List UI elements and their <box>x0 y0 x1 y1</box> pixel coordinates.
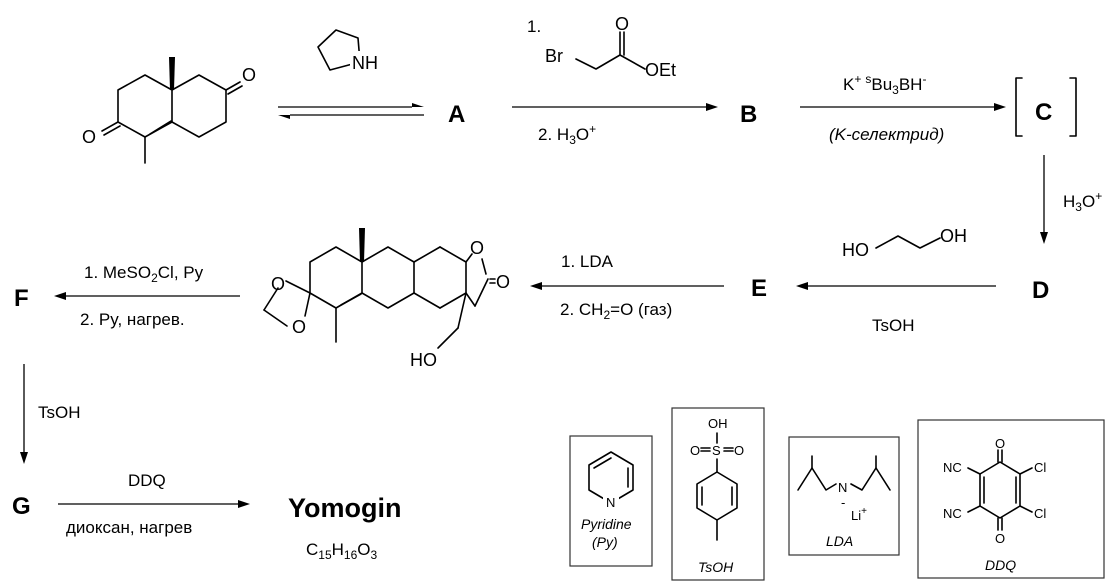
step-g-line1: 1. MeSO2Cl, Py <box>84 263 204 285</box>
tsoh-s: S <box>712 443 721 458</box>
compound-c-label: C <box>1035 99 1052 126</box>
step-c-reagents: K+sBu3BH- (K-селектрид) <box>800 72 1006 144</box>
bromoacetate-carbonyl-o: O <box>615 14 629 34</box>
step-g-reagents: 1. MeSO2Cl, Py 2. Py, нагрев. <box>54 263 240 329</box>
product-formula: C15H16O3 <box>306 540 378 562</box>
ketone-oxygen-left: O <box>82 127 96 147</box>
step-b-line1-number: 1. <box>527 17 541 36</box>
k-selectride-formula: K+sBu3BH- <box>843 72 926 97</box>
legend-lda: N - Li+ LDA <box>788 436 900 556</box>
tsoh-o-left: O <box>690 443 700 458</box>
tsoh-o-right: O <box>734 443 744 458</box>
compound-f-label: F <box>14 285 29 312</box>
step-i-conditions: диоксан, нагрев <box>66 518 192 537</box>
ddq-cl-upper: Cl <box>1034 460 1046 475</box>
ddq-nc-lower: NC <box>943 506 962 521</box>
lactone-carbonyl-o: O <box>496 272 510 292</box>
bromoacetate-oet: OEt <box>645 60 676 80</box>
lda-n: N <box>838 480 847 495</box>
lactone-ring-o: O <box>470 238 484 258</box>
compound-c-brackets <box>1015 77 1077 137</box>
legend-tsoh: OH O S O TsOH <box>671 407 765 581</box>
step-d-acid: H3O+ <box>1063 189 1102 214</box>
compound-a-label: A <box>448 101 465 128</box>
hydroxymethyl-lactone-structure: O O O O HO <box>263 228 510 370</box>
compound-d-label: D <box>1032 277 1049 304</box>
step-h-tsoh: TsOH <box>38 403 81 422</box>
step-f-line1: 1. LDA <box>561 252 614 271</box>
legend-ddq: O O NC NC Cl Cl DDQ <box>917 419 1105 579</box>
compound-g-label: G <box>12 493 31 520</box>
ddq-o-bottom: O <box>995 531 1005 546</box>
step-b-line2: 2. H3O+ <box>538 122 596 147</box>
dioxolane-o-lower: O <box>292 317 306 337</box>
legend-pyridine: N Pyridine (Py) <box>569 435 653 567</box>
ddq-caption: DDQ <box>985 557 1016 573</box>
product-name: Yomogin <box>288 493 401 523</box>
dioxolane-o-upper: O <box>271 274 285 294</box>
pyrrolidine-nh: NH <box>352 53 378 73</box>
step-e-tsoh: TsOH <box>872 316 915 335</box>
step-e-reagents: HO OH TsOH <box>796 226 996 335</box>
starting-material-structure: O O <box>82 57 256 164</box>
ddq-o-top: O <box>995 436 1005 451</box>
pyridine-abbrev: (Py) <box>592 534 618 550</box>
pyridine-caption: Pyridine <box>581 516 632 532</box>
lda-li: Li+ <box>851 506 867 523</box>
step-f-reagents: 1. LDA 2. CH2=O (газ) <box>530 252 724 322</box>
ketone-oxygen-right: O <box>242 65 256 85</box>
ddq-nc-upper: NC <box>943 460 962 475</box>
ethylene-glycol-oh: OH <box>940 226 967 246</box>
equilibrium-arrows <box>278 103 424 119</box>
step-b-reagents: 1. Br O OEt 2. H3O+ <box>512 14 718 147</box>
step-i-ddq: DDQ <box>128 471 166 490</box>
tsoh-caption: TsOH <box>698 559 734 575</box>
hydroxymethyl-ho: HO <box>410 350 437 370</box>
compound-e-label: E <box>751 275 767 302</box>
step-i-reagents: DDQ диоксан, нагрев <box>58 471 250 537</box>
step-g-line2: 2. Py, нагрев. <box>80 310 185 329</box>
step-h-arrow: TsOH <box>20 364 81 464</box>
ethylene-glycol-ho: HO <box>842 240 869 260</box>
tsoh-oh: OH <box>708 416 728 431</box>
step-f-line2: 2. CH2=O (газ) <box>560 300 672 322</box>
lda-caption: LDA <box>826 533 853 549</box>
compound-b-label: B <box>740 101 757 128</box>
k-selectride-name: (K-селектрид) <box>829 125 944 144</box>
bromoacetate-br: Br <box>545 46 563 66</box>
pyridine-n: N <box>606 495 615 510</box>
step-d-arrow: H3O+ <box>1040 155 1102 244</box>
step-a-reagent: NH <box>317 29 384 73</box>
lda-n-charge: - <box>841 495 845 510</box>
ddq-cl-lower: Cl <box>1034 506 1046 521</box>
